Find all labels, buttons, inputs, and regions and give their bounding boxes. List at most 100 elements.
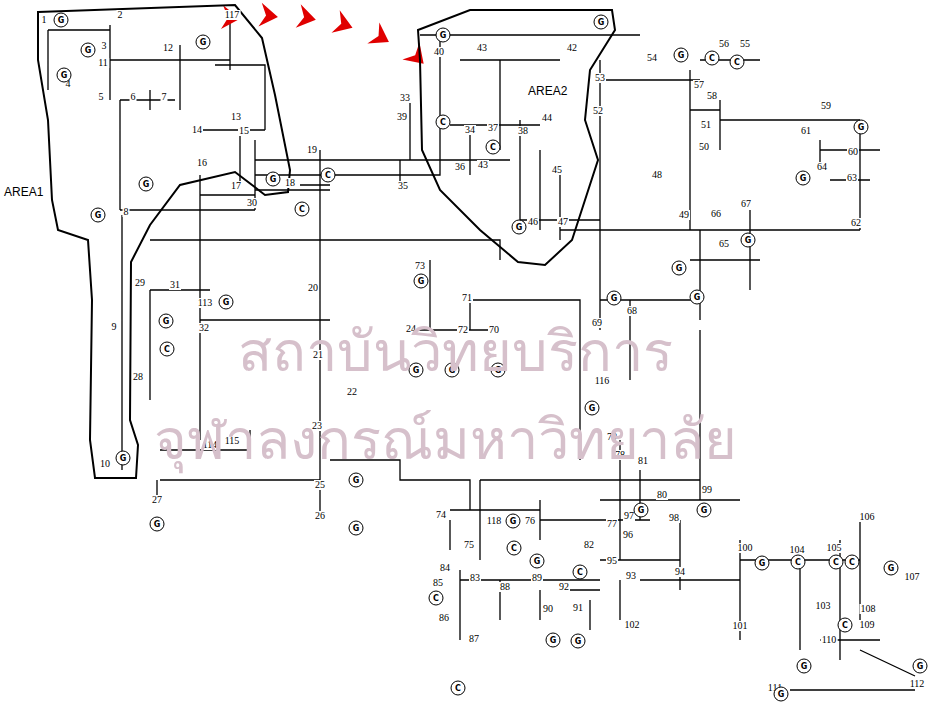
bus-number: 35 (397, 181, 409, 191)
bus-number: 5 (98, 92, 105, 102)
area-name: AREA1 (4, 186, 43, 199)
bus-number: 89 (531, 573, 543, 583)
bus-number: 11 (97, 58, 109, 68)
generator-symbol: G (150, 517, 165, 532)
bus-number: 112 (909, 679, 926, 689)
generator-symbol: G (436, 28, 451, 43)
generator-symbol: G (884, 561, 899, 576)
bus-number: 42 (566, 43, 578, 53)
bus-number: 103 (815, 601, 832, 611)
bus-number: 105 (826, 543, 843, 553)
generator-symbol: G (139, 177, 154, 192)
generator-symbol: G (546, 633, 561, 648)
bus-number: 110 (821, 635, 838, 645)
generator-symbol: G (349, 521, 364, 536)
generator-symbol: G (607, 291, 622, 306)
bus-number: 48 (651, 170, 663, 180)
bus-number: 87 (468, 634, 480, 644)
bus-number: 74 (435, 510, 447, 520)
area-outline (418, 10, 615, 265)
bus-number: 117 (224, 10, 241, 20)
bus-number: 60 (847, 147, 859, 157)
bus-number: 50 (698, 142, 710, 152)
generator-symbol: C (845, 555, 860, 570)
bus-number: 66 (710, 209, 722, 219)
bus-number: 91 (572, 603, 584, 613)
bus-number: 85 (432, 578, 444, 588)
bus-number: 96 (622, 530, 634, 540)
bus-number: 20 (307, 283, 319, 293)
bus-number: 64 (816, 162, 828, 172)
area-outline (38, 5, 290, 478)
generator-symbol: G (349, 473, 364, 488)
bus-number: 86 (438, 613, 450, 623)
bus-number: 93 (625, 571, 637, 581)
bus-number: 14 (191, 125, 203, 135)
bus-number: 113 (197, 298, 214, 308)
bus-number: 18 (284, 178, 296, 188)
generator-symbol: C (838, 618, 853, 633)
generator-symbol: G (57, 68, 72, 83)
bus-number: 45 (551, 165, 563, 175)
bus-number: 43 (476, 43, 488, 53)
bus-number: 99 (701, 485, 713, 495)
generator-symbol: G (91, 208, 106, 223)
generator-symbol: C (507, 541, 522, 556)
bus-number: 27 (151, 495, 163, 505)
generator-symbol: C (295, 202, 310, 217)
bus-number: 12 (162, 43, 174, 53)
flow-chevron (296, 4, 319, 31)
bus-number: 43 (477, 160, 489, 170)
bus-number: 15 (238, 126, 250, 136)
generator-symbol: G (672, 261, 687, 276)
generator-symbol: G (116, 451, 131, 466)
bus-number: 28 (132, 372, 144, 382)
transmission-line (48, 20, 915, 690)
bus-number: 104 (789, 545, 806, 555)
bus-number: 57 (693, 80, 705, 90)
flow-chevron (402, 42, 432, 72)
bus-number: 82 (583, 540, 595, 550)
bus-number: 34 (464, 125, 476, 135)
generator-symbol: G (414, 274, 429, 289)
bus-number: 1 (41, 15, 48, 25)
bus-number: 9 (111, 322, 118, 332)
area-name: AREA2 (528, 85, 567, 98)
bus-number: 53 (594, 73, 606, 83)
bus-number: 52 (592, 106, 604, 116)
generator-symbol: G (54, 13, 69, 28)
bus-number: 118 (486, 516, 503, 526)
bus-number: 8 (123, 207, 130, 217)
bus-number: 100 (737, 543, 754, 553)
area-region: AREA2 (405, 5, 620, 275)
bus-number: 19 (306, 145, 318, 155)
generator-symbol: G (196, 35, 211, 50)
bus-number: 47 (557, 217, 569, 227)
bus-number: 75 (463, 540, 475, 550)
generator-symbol: C (705, 51, 720, 66)
bus-number: 31 (169, 280, 181, 290)
bus-number: 40 (433, 47, 445, 57)
bus-number: 106 (859, 512, 876, 522)
bus-number: 83 (469, 573, 481, 583)
generator-symbol: G (797, 659, 812, 674)
bus-number: 109 (859, 620, 876, 630)
bus-number: 71 (461, 293, 473, 303)
generator-symbol: C (429, 591, 444, 606)
generator-symbol: C (829, 555, 844, 570)
generator-symbol: G (219, 295, 234, 310)
bus-number: 33 (399, 93, 411, 103)
generator-symbol: G (159, 314, 174, 329)
bus-number: 59 (820, 101, 832, 111)
bus-number: 107 (904, 572, 921, 582)
bus-number: 56 (718, 39, 730, 49)
bus-number: 67 (740, 199, 752, 209)
generator-symbol: G (796, 171, 811, 186)
generator-symbol: C (436, 115, 451, 130)
generator-symbol: C (791, 555, 806, 570)
flow-chevron (367, 23, 395, 53)
bus-number: 92 (558, 582, 570, 592)
bus-number: 84 (439, 563, 451, 573)
bus-number: 30 (246, 198, 258, 208)
